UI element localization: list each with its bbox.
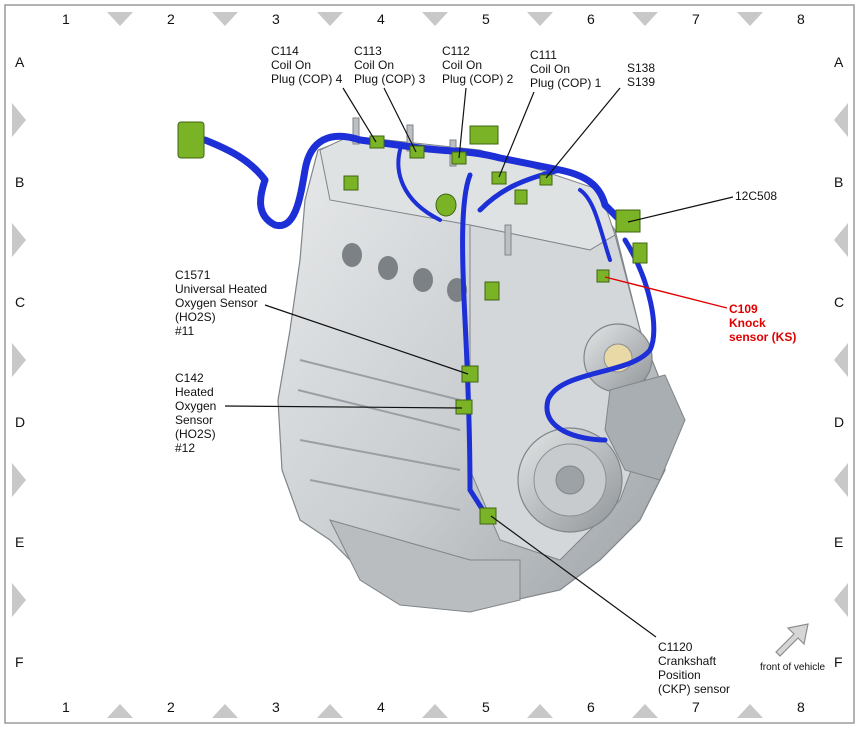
svg-text:Position: Position bbox=[658, 668, 701, 682]
svg-text:C142: C142 bbox=[175, 371, 204, 385]
front-of-vehicle-indicator: front of vehicle bbox=[760, 623, 825, 673]
svg-text:Plug (COP) 3: Plug (COP) 3 bbox=[354, 72, 426, 86]
callout-c1120: C1120 Crankshaft Position (CKP) sensor bbox=[658, 640, 730, 696]
callout-c142: C142 Heated Oxygen Sensor (HO2S) #12 bbox=[175, 371, 216, 455]
callout-c111: C111 Coil On Plug (COP) 1 bbox=[530, 48, 602, 90]
row-label: D bbox=[15, 414, 25, 430]
callout-c114: C114 Coil On Plug (COP) 4 bbox=[271, 44, 343, 86]
connector-c113 bbox=[409, 145, 425, 159]
row-label: D bbox=[834, 414, 844, 430]
row-label: C bbox=[15, 294, 25, 310]
col-label: 2 bbox=[167, 11, 175, 27]
row-label: C bbox=[834, 294, 844, 310]
svg-text:C1120: C1120 bbox=[658, 640, 693, 654]
col-label: 3 bbox=[272, 11, 280, 27]
svg-text:#11: #11 bbox=[175, 324, 194, 338]
svg-text:sensor (KS): sensor (KS) bbox=[729, 330, 796, 344]
svg-text:Sensor: Sensor bbox=[175, 413, 213, 427]
svg-text:Coil On: Coil On bbox=[442, 58, 482, 72]
svg-text:Plug (COP) 4: Plug (COP) 4 bbox=[271, 72, 343, 86]
wiring-harness bbox=[201, 132, 657, 518]
connector-c109 bbox=[596, 269, 610, 283]
svg-text:C114: C114 bbox=[271, 44, 299, 58]
row-label: B bbox=[15, 174, 24, 190]
svg-text:Coil On: Coil On bbox=[530, 62, 570, 76]
row-label: A bbox=[834, 54, 844, 70]
col-label: 5 bbox=[482, 699, 490, 715]
callout-12c508: 12C508 bbox=[735, 189, 777, 203]
connector-c111 bbox=[491, 171, 507, 185]
leader-line-c109 bbox=[604, 276, 728, 309]
connector-c142 bbox=[455, 399, 473, 415]
svg-text:#12: #12 bbox=[175, 441, 195, 455]
row-label: E bbox=[15, 534, 24, 550]
svg-text:Oxygen Sensor: Oxygen Sensor bbox=[175, 296, 258, 310]
col-label: 8 bbox=[797, 11, 805, 27]
svg-text:C111: C111 bbox=[530, 48, 557, 62]
col-label: 1 bbox=[62, 699, 70, 715]
col-label: 5 bbox=[482, 11, 490, 27]
connector-c1120 bbox=[479, 507, 497, 525]
arrow-up-right-icon bbox=[775, 623, 809, 657]
connector-12c508 bbox=[615, 209, 641, 233]
svg-text:Crankshaft: Crankshaft bbox=[658, 654, 717, 668]
col-label: 1 bbox=[62, 11, 70, 27]
callout-s138-s139: S138 S139 bbox=[627, 61, 655, 89]
oil-pan bbox=[329, 519, 521, 613]
callout-c109: C109 Knock sensor (KS) bbox=[729, 302, 796, 344]
row-label: F bbox=[15, 654, 24, 670]
svg-text:S138: S138 bbox=[627, 61, 655, 75]
svg-text:C113: C113 bbox=[354, 44, 382, 58]
col-label: 4 bbox=[377, 699, 385, 715]
svg-text:Universal Heated: Universal Heated bbox=[175, 282, 267, 296]
front-of-vehicle-label: front of vehicle bbox=[760, 662, 825, 673]
svg-text:(HO2S): (HO2S) bbox=[175, 310, 216, 324]
row-label: F bbox=[834, 654, 843, 670]
connector-s138 bbox=[539, 174, 553, 186]
svg-text:S139: S139 bbox=[627, 75, 655, 89]
callout-c113: C113 Coil On Plug (COP) 3 bbox=[354, 44, 426, 86]
svg-text:Heated: Heated bbox=[175, 385, 214, 399]
col-label: 2 bbox=[167, 699, 175, 715]
side-module bbox=[604, 374, 686, 481]
col-label: 8 bbox=[797, 699, 805, 715]
col-label: 6 bbox=[587, 11, 595, 27]
svg-text:Coil On: Coil On bbox=[271, 58, 311, 72]
leader-lines bbox=[224, 87, 734, 638]
connector-left-head bbox=[343, 175, 359, 191]
svg-text:(HO2S): (HO2S) bbox=[175, 427, 216, 441]
svg-text:Knock: Knock bbox=[729, 316, 766, 330]
svg-text:Coil On: Coil On bbox=[354, 58, 394, 72]
callout-c112: C112 Coil On Plug (COP) 2 bbox=[442, 44, 514, 86]
connector-c1571 bbox=[461, 365, 479, 383]
grid-column-labels: 1 2 3 4 5 6 7 8 1 2 3 4 5 6 7 8 bbox=[62, 11, 805, 715]
connector-harness-end bbox=[177, 121, 205, 159]
svg-text:C109: C109 bbox=[729, 302, 758, 316]
row-label: A bbox=[15, 54, 25, 70]
row-label: E bbox=[834, 534, 843, 550]
callout-c1571: C1571 Universal Heated Oxygen Sensor (HO… bbox=[175, 268, 267, 338]
svg-text:12C508: 12C508 bbox=[735, 189, 777, 203]
col-label: 7 bbox=[692, 11, 700, 27]
col-label: 7 bbox=[692, 699, 700, 715]
col-label: 6 bbox=[587, 699, 595, 715]
connector-c114 bbox=[369, 135, 385, 149]
col-label: 4 bbox=[377, 11, 385, 27]
svg-text:C112: C112 bbox=[442, 44, 470, 58]
svg-text:Oxygen: Oxygen bbox=[175, 399, 216, 413]
col-label: 3 bbox=[272, 699, 280, 715]
svg-text:(CKP) sensor: (CKP) sensor bbox=[658, 682, 730, 696]
svg-text:Plug (COP) 1: Plug (COP) 1 bbox=[530, 76, 602, 90]
svg-text:Plug (COP) 2: Plug (COP) 2 bbox=[442, 72, 514, 86]
connector-top bbox=[469, 125, 499, 145]
grid-tabs bbox=[12, 12, 848, 718]
grid-row-labels: A B C D E F A B C D E F bbox=[15, 54, 844, 670]
row-label: B bbox=[834, 174, 843, 190]
svg-text:C1571: C1571 bbox=[175, 268, 211, 282]
